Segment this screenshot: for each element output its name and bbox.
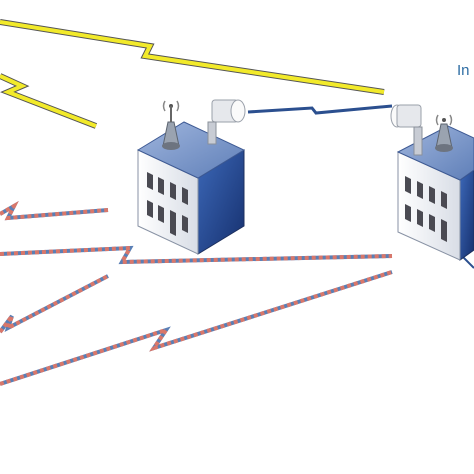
wireless-link-blue (247, 104, 393, 115)
satellite-dish-icon (390, 104, 423, 156)
edge-label: In (457, 62, 470, 79)
building-icon (136, 99, 246, 255)
striped-links (0, 200, 474, 386)
building-icon (390, 104, 474, 261)
antenna-icon (435, 114, 453, 152)
lightning-link-icon (0, 19, 385, 129)
antenna-icon (162, 100, 180, 150)
striped-link (0, 270, 393, 386)
satellite-dish-icon (207, 99, 246, 145)
